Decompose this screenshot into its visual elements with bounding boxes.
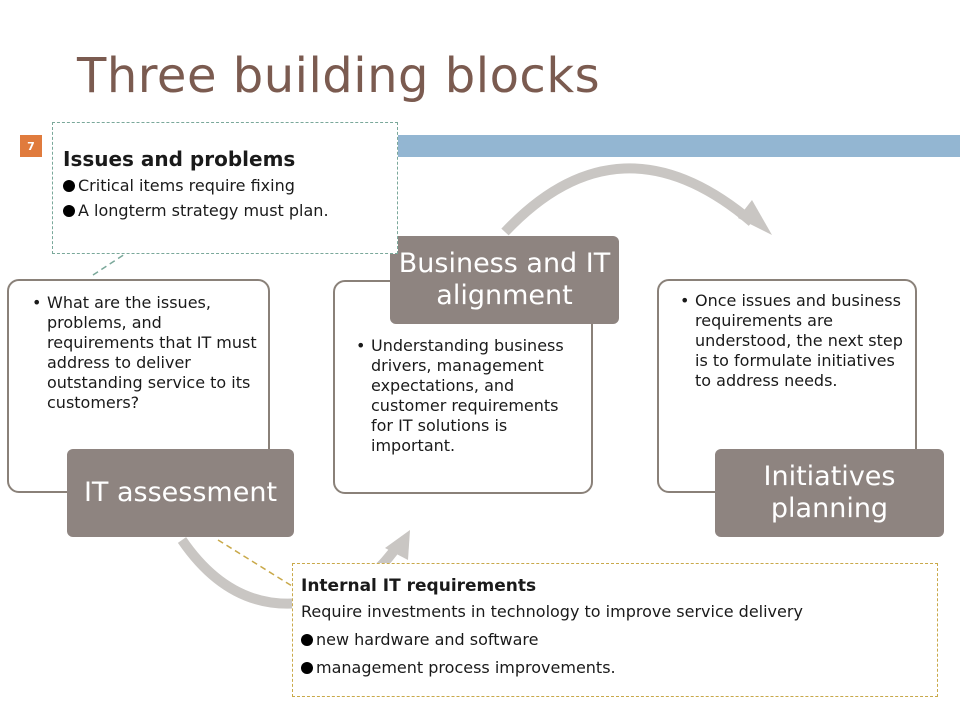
connector-internal xyxy=(217,539,293,587)
callout-issues-title: Issues and problems xyxy=(63,147,296,171)
callout-issues-item-text: Critical items require fixing xyxy=(78,176,295,195)
label-alignment: Business and IT alignment xyxy=(390,236,619,324)
callout-issues-item-text: A longterm strategy must plan. xyxy=(78,201,329,220)
slide-title: Three building blocks xyxy=(77,48,601,104)
bullet-dot-icon xyxy=(301,662,313,674)
callout-internal-item: management process improvements. xyxy=(301,654,929,682)
callout-internal-item-text: new hardware and software xyxy=(316,630,539,649)
label-initiatives: Initiatives planning xyxy=(715,449,944,537)
label-it-assessment: IT assessment xyxy=(67,449,294,537)
callout-issues: Issues and problems Critical items requi… xyxy=(52,122,398,254)
connector-issues xyxy=(92,253,126,276)
arrow-bottom-head xyxy=(385,530,410,560)
bullet-dot-icon xyxy=(63,179,75,192)
bullet-dot-icon xyxy=(301,634,313,646)
callout-internal-subtitle: Require investments in technology to imp… xyxy=(301,602,803,621)
callout-issues-item: Critical items require fixing xyxy=(63,173,389,198)
block-it-assessment-text: What are the issues, problems, and requi… xyxy=(32,293,258,413)
slide-number: 7 xyxy=(20,135,42,157)
block-alignment-text: Understanding business drivers, manageme… xyxy=(356,336,583,456)
callout-internal-title: Internal IT requirements xyxy=(301,576,537,596)
accent-bar xyxy=(396,135,960,157)
callout-issues-item: A longterm strategy must plan. xyxy=(63,198,389,223)
callout-internal-item-text: management process improvements. xyxy=(316,658,616,677)
block-initiatives-text: Once issues and business requirements ar… xyxy=(680,291,905,391)
arrow-top-curve xyxy=(501,163,756,236)
callout-internal: Internal IT requirements Require investm… xyxy=(292,563,938,697)
arrow-top-head xyxy=(738,200,772,235)
bullet-dot-icon xyxy=(63,204,75,217)
callout-internal-item: new hardware and software xyxy=(301,626,929,654)
